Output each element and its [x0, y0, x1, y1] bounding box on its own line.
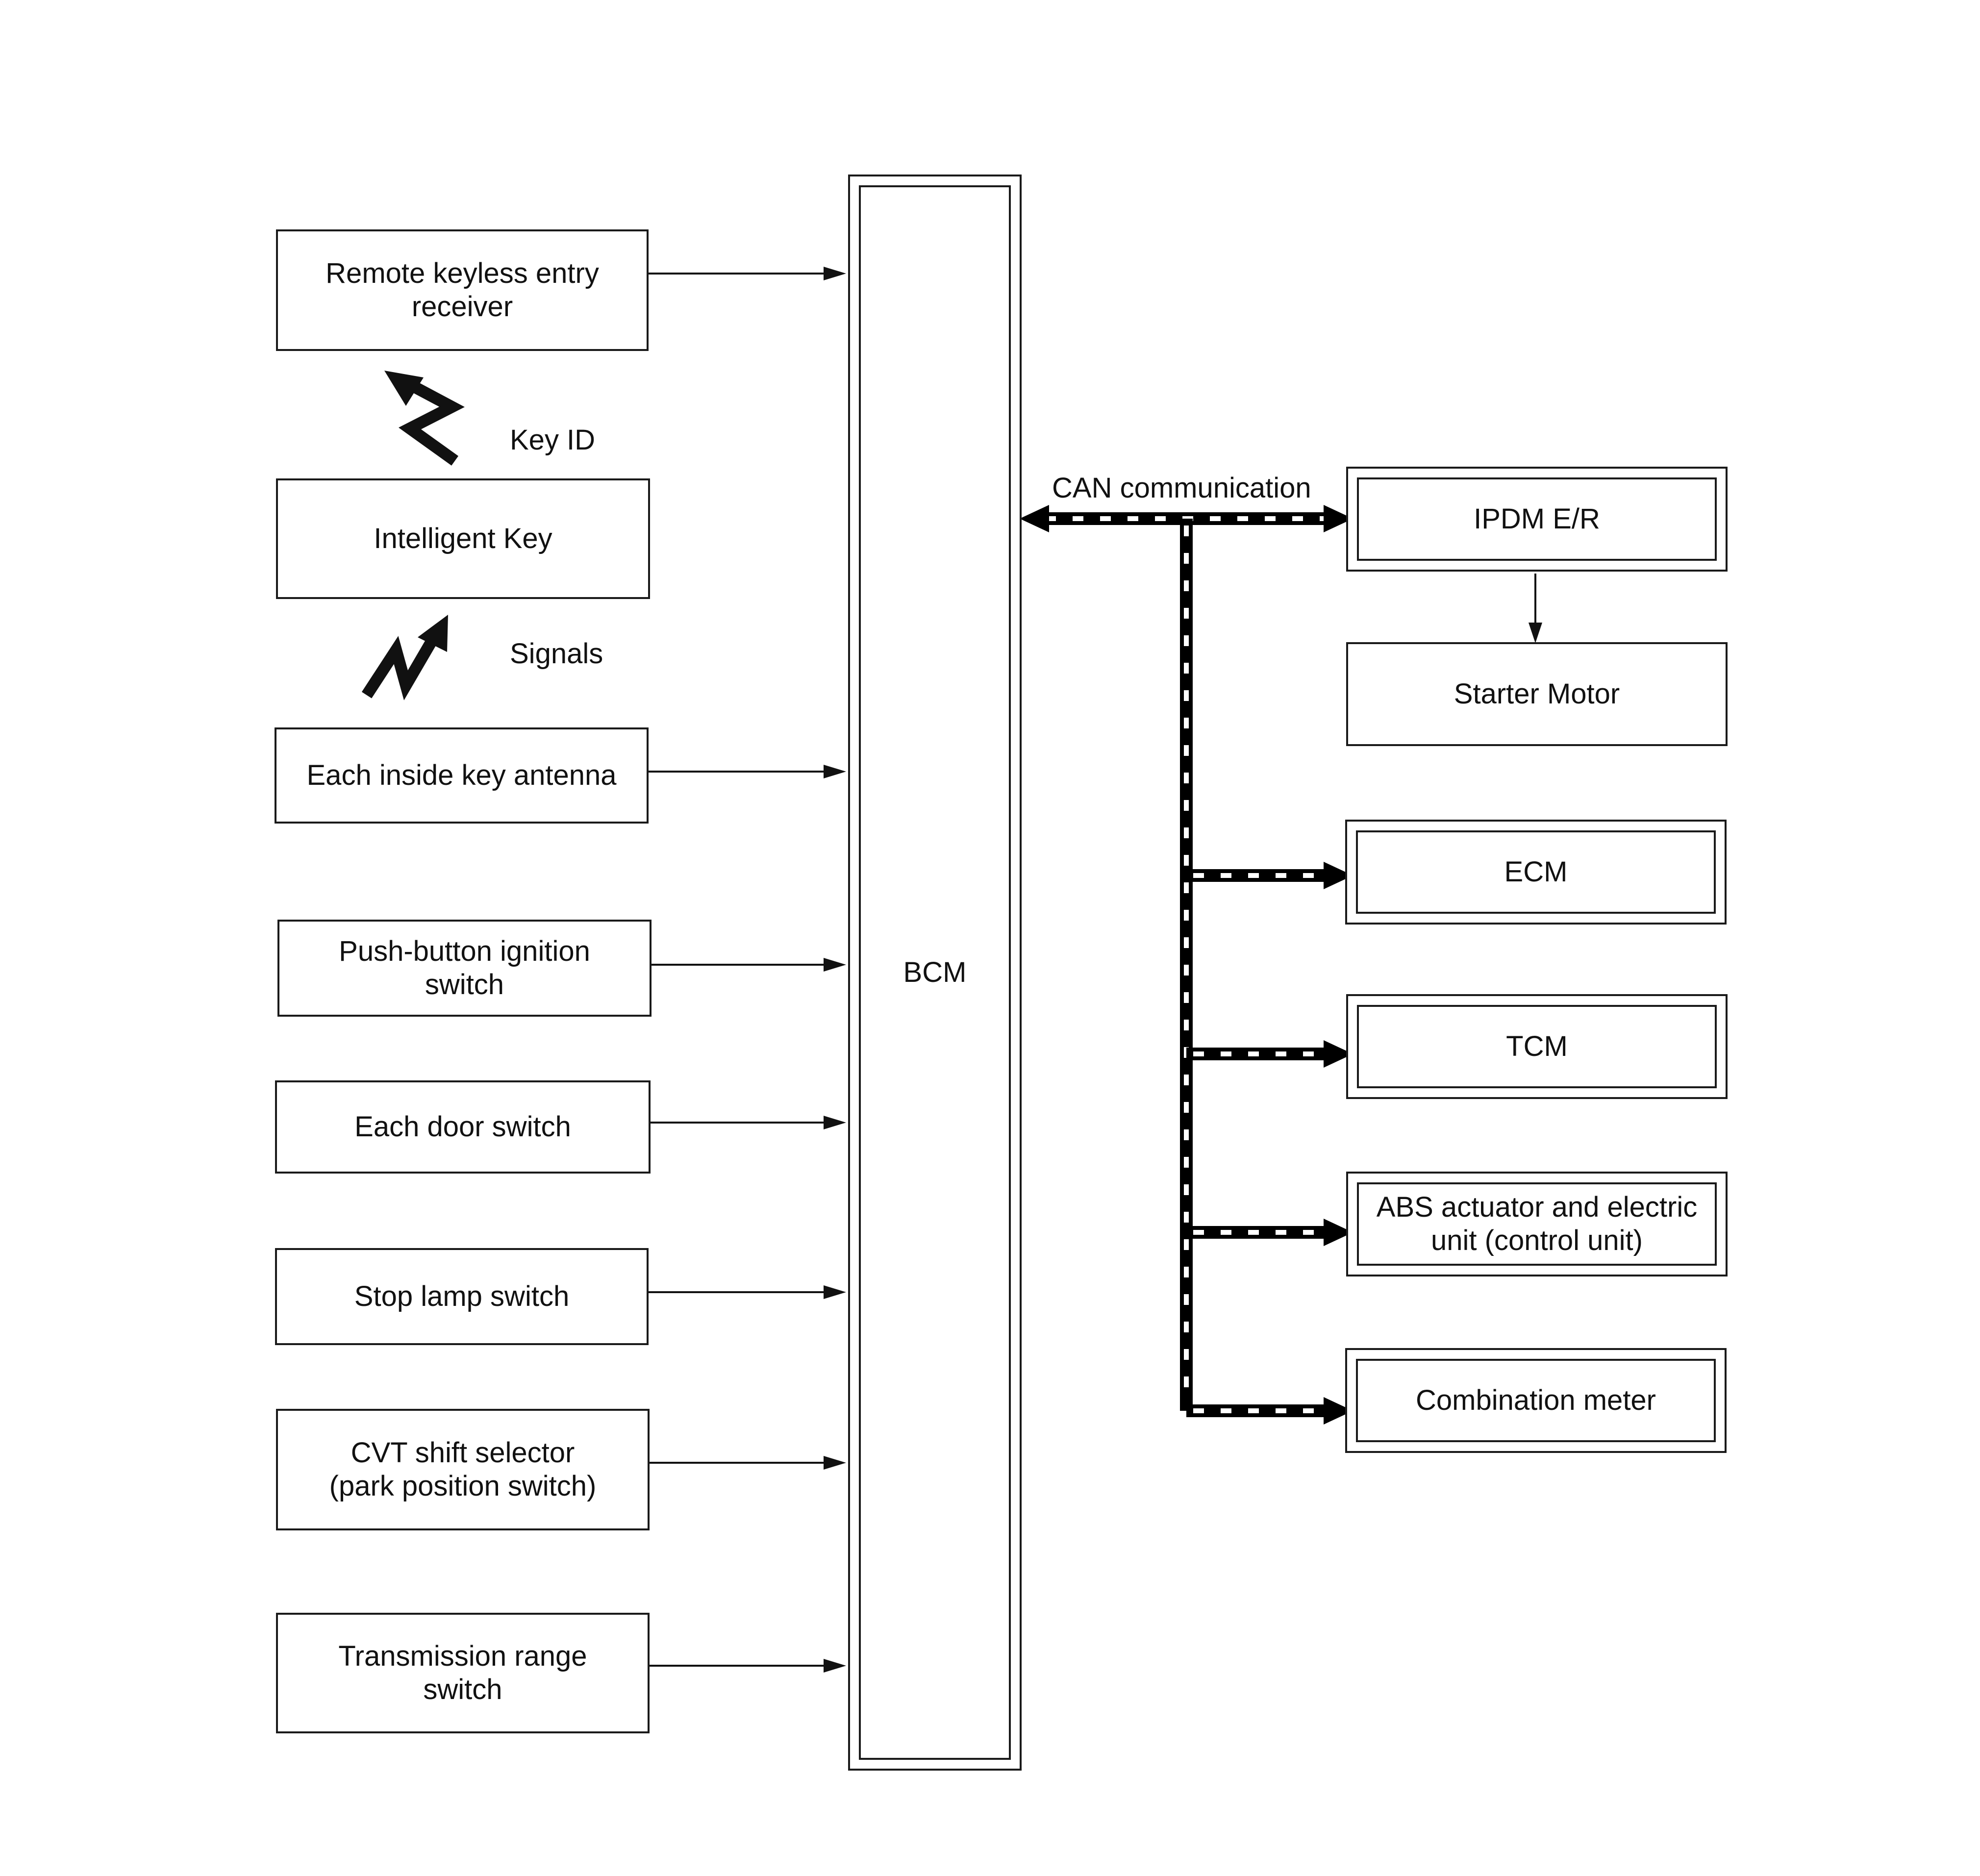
starter-motor-label: Starter Motor: [1454, 678, 1620, 710]
ipdm-er-box: IPDM E/R: [1346, 467, 1728, 572]
ecm-inner-frame: ECM: [1356, 830, 1716, 914]
arrowhead-door-switch: [824, 1116, 846, 1129]
bcm-box: BCM: [848, 175, 1022, 1771]
can-arrowhead-left: [1020, 505, 1049, 532]
transmission-range-switch-box: Transmission range switch: [276, 1613, 650, 1733]
remote-keyless-entry-receiver-label: Remote keyless entry receiver: [326, 257, 599, 323]
arrowhead-remote-keyless: [824, 267, 846, 280]
wireless-arrows: [361, 371, 465, 700]
transmission-range-switch-label: Transmission range switch: [338, 1640, 587, 1705]
ipdm-er-inner-frame: IPDM E/R: [1357, 477, 1717, 561]
key-id-zigzag: [399, 377, 465, 466]
abs-actuator-inner-frame: ABS actuator and electric unit (control …: [1357, 1182, 1717, 1266]
arrowhead-inside-antenna: [824, 765, 846, 778]
arrowhead-push-button: [824, 958, 846, 972]
can-bus: [1020, 505, 1353, 1425]
stop-lamp-switch-label: Stop lamp switch: [354, 1280, 570, 1312]
push-button-ignition-switch-label: Push-button ignition switch: [339, 935, 590, 1001]
bcm-inner-frame: BCM: [859, 185, 1011, 1760]
cvt-shift-selector-label: CVT shift selector (park position switch…: [329, 1437, 597, 1502]
intelligent-key-box: Intelligent Key: [276, 478, 650, 599]
each-inside-key-antenna-box: Each inside key antenna: [275, 727, 649, 824]
each-door-switch-label: Each door switch: [354, 1111, 571, 1143]
starter-motor-box: Starter Motor: [1346, 642, 1728, 746]
cvt-shift-selector-box: CVT shift selector (park position switch…: [276, 1409, 650, 1530]
stop-lamp-switch-box: Stop lamp switch: [275, 1248, 649, 1345]
tcm-label: TCM: [1506, 1030, 1568, 1062]
signals-zigzag: [361, 635, 439, 700]
each-door-switch-box: Each door switch: [275, 1080, 651, 1174]
signals-label: Signals: [510, 638, 603, 670]
can-arrowhead-right: [1324, 505, 1353, 532]
intelligent-key-label: Intelligent Key: [374, 523, 552, 554]
bcm-label: BCM: [903, 956, 967, 988]
combination-meter-inner-frame: Combination meter: [1356, 1359, 1716, 1442]
combination-meter-box: Combination meter: [1345, 1348, 1727, 1453]
ipdm-starter-arrow: [1529, 574, 1542, 643]
combination-meter-label: Combination meter: [1416, 1384, 1656, 1416]
abs-actuator-box: ABS actuator and electric unit (control …: [1346, 1172, 1728, 1276]
arrowhead-transmission-range: [824, 1659, 846, 1673]
tcm-box: TCM: [1346, 994, 1728, 1099]
push-button-ignition-switch-box: Push-button ignition switch: [277, 920, 652, 1017]
each-inside-key-antenna-label: Each inside key antenna: [306, 759, 617, 791]
key-id-label: Key ID: [510, 424, 596, 456]
key-id-arrowhead: [384, 371, 424, 406]
can-communication-label: CAN communication: [1052, 472, 1311, 504]
ecm-box: ECM: [1345, 820, 1727, 925]
abs-actuator-label: ABS actuator and electric unit (control …: [1376, 1191, 1698, 1256]
ecm-label: ECM: [1504, 856, 1568, 888]
arrowhead-cvt-selector: [824, 1456, 846, 1470]
remote-keyless-entry-receiver-box: Remote keyless entry receiver: [276, 229, 649, 351]
ipdm-er-label: IPDM E/R: [1474, 503, 1600, 535]
arrowhead-stop-lamp: [824, 1285, 846, 1299]
signals-arrowhead: [418, 615, 448, 652]
tcm-inner-frame: TCM: [1357, 1005, 1717, 1088]
input-arrows: [647, 267, 846, 1673]
